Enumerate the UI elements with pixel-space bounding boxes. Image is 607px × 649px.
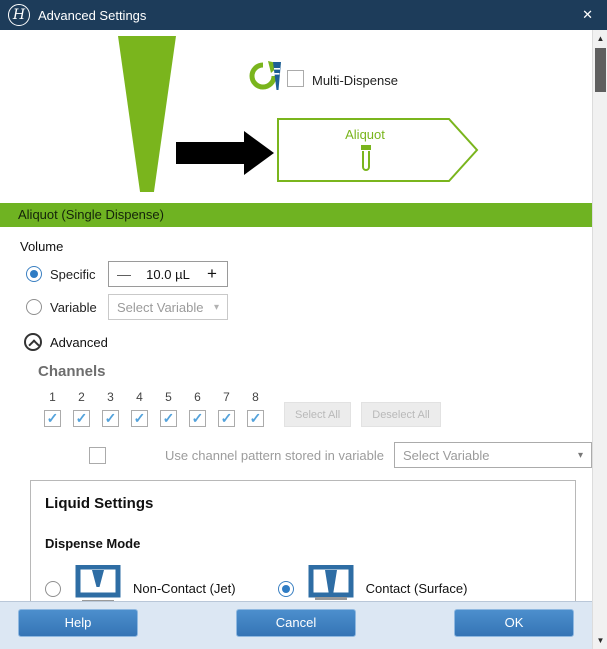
channel-number: 1 xyxy=(49,390,56,404)
non-contact-jet-icon xyxy=(75,564,121,601)
channel-checkbox[interactable]: ✓ xyxy=(73,410,90,427)
variable-select-placeholder: Select Variable xyxy=(117,299,204,315)
contact-label: Contact (Surface) xyxy=(365,581,468,596)
channel-column: 8 ✓ xyxy=(241,390,270,427)
channel-column: 2 ✓ xyxy=(67,390,96,427)
stepper-minus-button[interactable]: — xyxy=(117,266,131,282)
help-button[interactable]: Help xyxy=(18,608,138,637)
advanced-toggle[interactable]: Advanced xyxy=(24,333,592,351)
channel-checkbox[interactable]: ✓ xyxy=(44,410,61,427)
channel-checkbox[interactable]: ✓ xyxy=(131,410,148,427)
channel-checkbox[interactable]: ✓ xyxy=(247,410,264,427)
variable-select[interactable]: Select Variable ▾ xyxy=(108,294,228,320)
specific-radio[interactable] xyxy=(26,266,42,282)
specific-label: Specific xyxy=(50,266,96,282)
volume-variable-row: Variable Select Variable ▾ xyxy=(26,294,592,320)
variable-label: Variable xyxy=(50,299,97,315)
channel-buttons: Select All Deselect All xyxy=(284,402,451,427)
check-icon: ✓ xyxy=(104,410,117,426)
dispense-mode-options: Non-Contact (Jet) Contact (Surface) xyxy=(45,564,561,601)
channel-number: 6 xyxy=(194,390,201,404)
scroll-up-icon[interactable]: ▲ xyxy=(596,34,605,43)
pattern-checkbox-label: Use channel pattern stored in variable xyxy=(165,447,384,463)
app-logo-icon: H xyxy=(8,4,30,26)
non-contact-radio[interactable] xyxy=(45,580,61,597)
dispense-mode-heading: Dispense Mode xyxy=(45,536,141,551)
channel-number: 2 xyxy=(78,390,85,404)
close-icon[interactable]: ✕ xyxy=(582,7,593,22)
channel-checkbox[interactable]: ✓ xyxy=(160,410,177,427)
channel-number: 7 xyxy=(223,390,230,404)
stepper-plus-button[interactable]: + xyxy=(207,264,217,283)
multi-dispense-icon xyxy=(246,60,284,99)
variable-radio[interactable] xyxy=(26,299,42,315)
titlebar: H Advanced Settings ✕ xyxy=(0,0,607,30)
pattern-variable-select[interactable]: Select Variable ▾ xyxy=(394,442,592,468)
channel-column: 7 ✓ xyxy=(212,390,241,427)
volume-value[interactable]: 10.0 µL xyxy=(146,266,190,282)
dialog-body: Multi-Dispense Aliquot Aliquot (Single D… xyxy=(0,30,592,601)
aliquot-step-node[interactable]: Aliquot xyxy=(277,118,479,182)
channels-grid: 1 ✓ 2 ✓ 3 ✓ 4 ✓ 5 ✓ xyxy=(38,390,592,427)
check-icon: ✓ xyxy=(162,410,175,426)
aliquot-step-label: Aliquot xyxy=(345,127,385,142)
flow-diagram: Multi-Dispense Aliquot xyxy=(0,30,592,203)
advanced-label: Advanced xyxy=(50,334,108,350)
channel-column: 6 ✓ xyxy=(183,390,212,427)
liquid-settings-heading: Liquid Settings xyxy=(45,495,154,512)
flow-arrow-icon xyxy=(176,142,244,164)
chevron-down-icon: ▾ xyxy=(577,449,583,461)
multi-dispense-checkbox[interactable] xyxy=(287,70,304,87)
channel-column: 1 ✓ xyxy=(38,390,67,427)
check-icon: ✓ xyxy=(191,410,204,426)
chevron-up-icon xyxy=(24,333,42,351)
scroll-down-icon[interactable]: ▼ xyxy=(596,636,605,645)
check-icon: ✓ xyxy=(133,410,146,426)
section-header-bar: Aliquot (Single Dispense) xyxy=(0,203,592,227)
channel-number: 4 xyxy=(136,390,143,404)
scrollbar-thumb[interactable] xyxy=(595,48,606,92)
window-title: Advanced Settings xyxy=(38,7,147,23)
channel-number: 8 xyxy=(252,390,259,404)
pipette-tip-graphic xyxy=(118,36,176,192)
contact-surface-icon xyxy=(308,564,354,601)
channel-column: 3 ✓ xyxy=(96,390,125,427)
pattern-select-placeholder: Select Variable xyxy=(403,447,490,463)
contact-option: Contact (Surface) xyxy=(277,564,468,601)
channel-checkbox[interactable]: ✓ xyxy=(218,410,235,427)
pattern-checkbox[interactable] xyxy=(88,446,106,464)
channel-column: 4 ✓ xyxy=(125,390,154,427)
non-contact-option: Non-Contact (Jet) xyxy=(45,564,236,601)
vertical-scrollbar[interactable]: ▲ ▼ xyxy=(592,30,607,649)
volume-stepper: — 10.0 µL + xyxy=(108,261,228,287)
ok-button[interactable]: OK xyxy=(454,608,574,637)
channel-number: 5 xyxy=(165,390,172,404)
non-contact-label: Non-Contact (Jet) xyxy=(133,581,236,596)
check-icon: ✓ xyxy=(46,410,59,426)
volume-specific-row: Specific — 10.0 µL + xyxy=(26,261,592,287)
check-icon: ✓ xyxy=(220,410,233,426)
select-all-button[interactable]: Select All xyxy=(284,402,352,427)
channels-heading: Channels xyxy=(38,363,106,380)
cancel-button[interactable]: Cancel xyxy=(236,608,356,637)
check-icon: ✓ xyxy=(249,410,262,426)
volume-heading: Volume xyxy=(20,239,64,254)
channel-pattern-row: Use channel pattern stored in variable S… xyxy=(38,442,592,468)
chevron-down-icon: ▾ xyxy=(213,301,219,313)
multi-dispense-label: Multi-Dispense xyxy=(312,73,398,88)
channel-column: 5 ✓ xyxy=(154,390,183,427)
channel-number: 3 xyxy=(107,390,114,404)
settings-content: Volume Specific — 10.0 µL + Variable Sel… xyxy=(0,239,592,601)
channel-checkbox[interactable]: ✓ xyxy=(189,410,206,427)
tube-icon xyxy=(358,145,374,180)
liquid-settings-panel: Liquid Settings Dispense Mode Non-Conta xyxy=(30,480,576,601)
check-icon: ✓ xyxy=(75,410,88,426)
footer-bar: Help Cancel OK xyxy=(0,601,592,649)
contact-radio[interactable] xyxy=(277,580,294,597)
flow-arrow-head-icon xyxy=(244,131,274,175)
deselect-all-button[interactable]: Deselect All xyxy=(361,402,441,427)
channel-checkbox[interactable]: ✓ xyxy=(102,410,119,427)
